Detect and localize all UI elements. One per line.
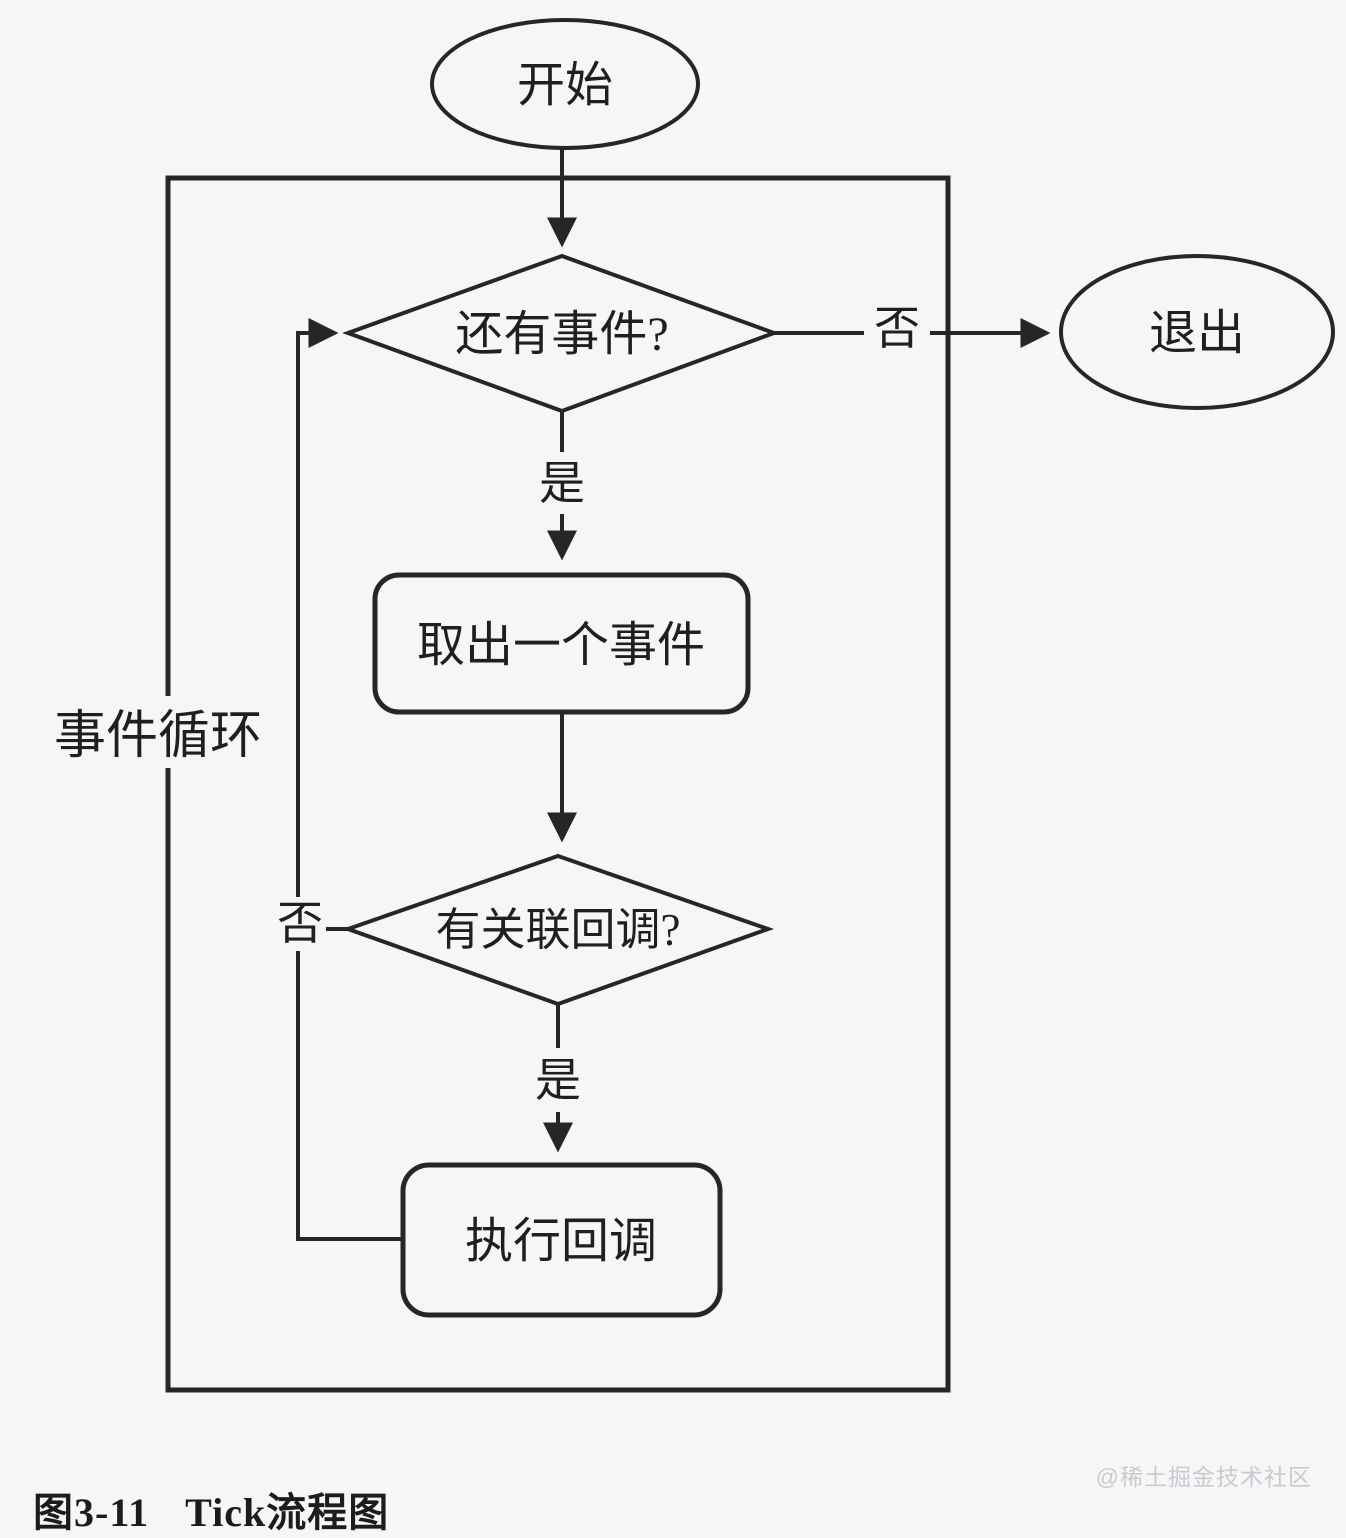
- run-callback-node-label: 执行回调: [465, 1215, 657, 1268]
- has-events-no-label: 否: [874, 303, 920, 354]
- edge-loop-back-lower: [296, 951, 403, 1241]
- take-event-node-label: 取出一个事件: [417, 619, 705, 672]
- start-node-label: 开始: [517, 59, 613, 112]
- has-callback-yes-label: 是: [535, 1055, 581, 1106]
- event-loop-label: 事件循环: [54, 708, 262, 765]
- has-events-node-label: 还有事件?: [455, 308, 668, 361]
- exit-node: [1059, 254, 1335, 410]
- event-loop-boundary: [165, 175, 951, 1393]
- has-callback-node-label: 有关联回调?: [436, 905, 681, 955]
- has-events-yes-label: 是: [539, 458, 585, 509]
- has-callback-decision-node: [341, 853, 775, 1007]
- loop-label-mask: [46, 696, 274, 768]
- has-callback-no-label: 否: [277, 898, 323, 949]
- watermark-text: @稀土掘金技术社区: [1095, 1464, 1312, 1490]
- figure-caption: 图3-11 Tick流程图: [33, 1480, 389, 1538]
- connector-lines: [296, 147, 1051, 1241]
- take-event-process-node: [372, 572, 751, 715]
- edge-loop-back-upper: [296, 318, 339, 897]
- has-events-decision-node: [342, 253, 780, 414]
- start-node: [430, 18, 700, 150]
- exit-node-label: 退出: [1149, 307, 1245, 360]
- figure-number: 图3-11: [33, 1490, 150, 1535]
- run-callback-process-node: [400, 1162, 723, 1318]
- figure-title: Tick流程图: [185, 1490, 390, 1535]
